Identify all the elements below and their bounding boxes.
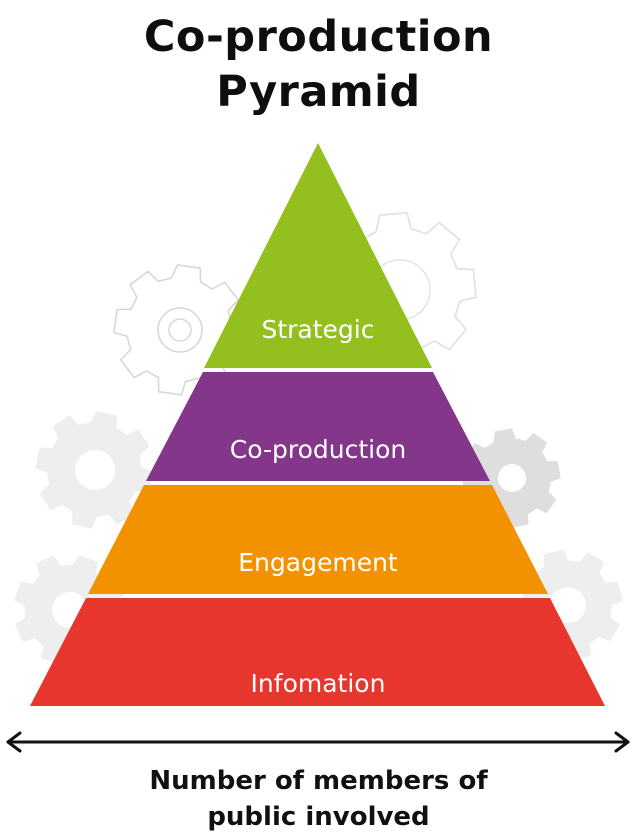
title-line-2: Pyramid [216,67,421,117]
gear-icon [499,537,635,673]
tier-label-infomation: Infomation [251,669,386,698]
page-title: Co-production Pyramid [0,10,637,120]
tier-label-co-production: Co-production [230,435,406,464]
double-headed-arrow-icon [6,731,630,753]
axis-label-line-2: public involved [207,802,430,832]
pyramid-tier-engagement [88,485,548,594]
gear-icon [454,421,568,535]
pyramid-tier-infomation [30,598,605,706]
title-line-1: Co-production [143,12,494,62]
pyramid-tier-co-production [146,372,490,481]
tier-label-strategic: Strategic [261,315,374,344]
axis-label-line-1: Number of members of [149,766,488,796]
gear-icon [105,256,253,403]
pyramid-tier-strategic [204,143,432,368]
tier-label-engagement: Engagement [238,548,398,577]
axis-label: Number of members of public involved [0,763,637,835]
gear-icon [25,401,163,539]
